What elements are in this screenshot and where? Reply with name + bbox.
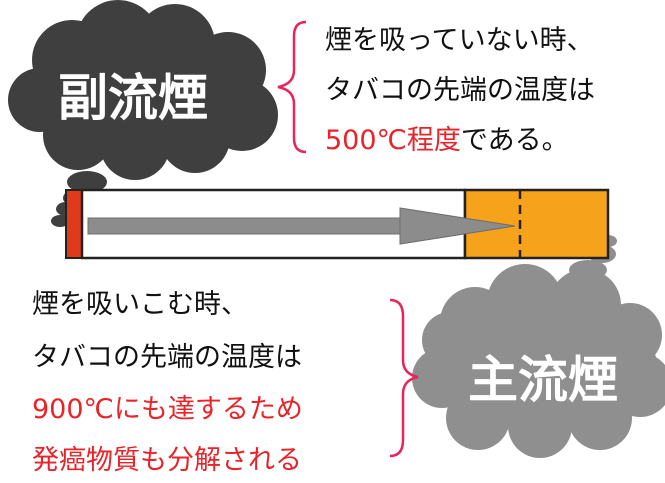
mainstream-brace [389, 298, 419, 458]
burning-ember [65, 189, 83, 259]
sidestream-label: 副流煙 [58, 69, 208, 127]
sidestream-brace [277, 20, 307, 154]
smoke-flow-arrow [87, 207, 516, 245]
mainstream-cloud [412, 264, 665, 458]
mainstream-label: 主流煙 [468, 351, 618, 409]
sidestream-temperature: 500℃程度 [325, 125, 461, 156]
mainstream-carcinogen-text: 発癌物質も分解される [32, 445, 302, 476]
mainstream-temperature: 900℃にも達するため [32, 394, 303, 425]
sidestream-cloud [8, 0, 278, 180]
sidestream-text-line-2: タバコの先端の温度は [325, 75, 595, 106]
sidestream-text-line-3: 500℃程度である。 [325, 121, 569, 161]
mainstream-text-line-2: タバコの先端の温度は [32, 342, 302, 373]
cigarette [65, 188, 610, 260]
sidestream-text-suffix: である。 [460, 125, 569, 156]
sidestream-text-line-1: 煙を吸っていない時、 [325, 25, 594, 56]
mainstream-text-line-1: 煙を吸いこむ時、 [32, 289, 248, 320]
